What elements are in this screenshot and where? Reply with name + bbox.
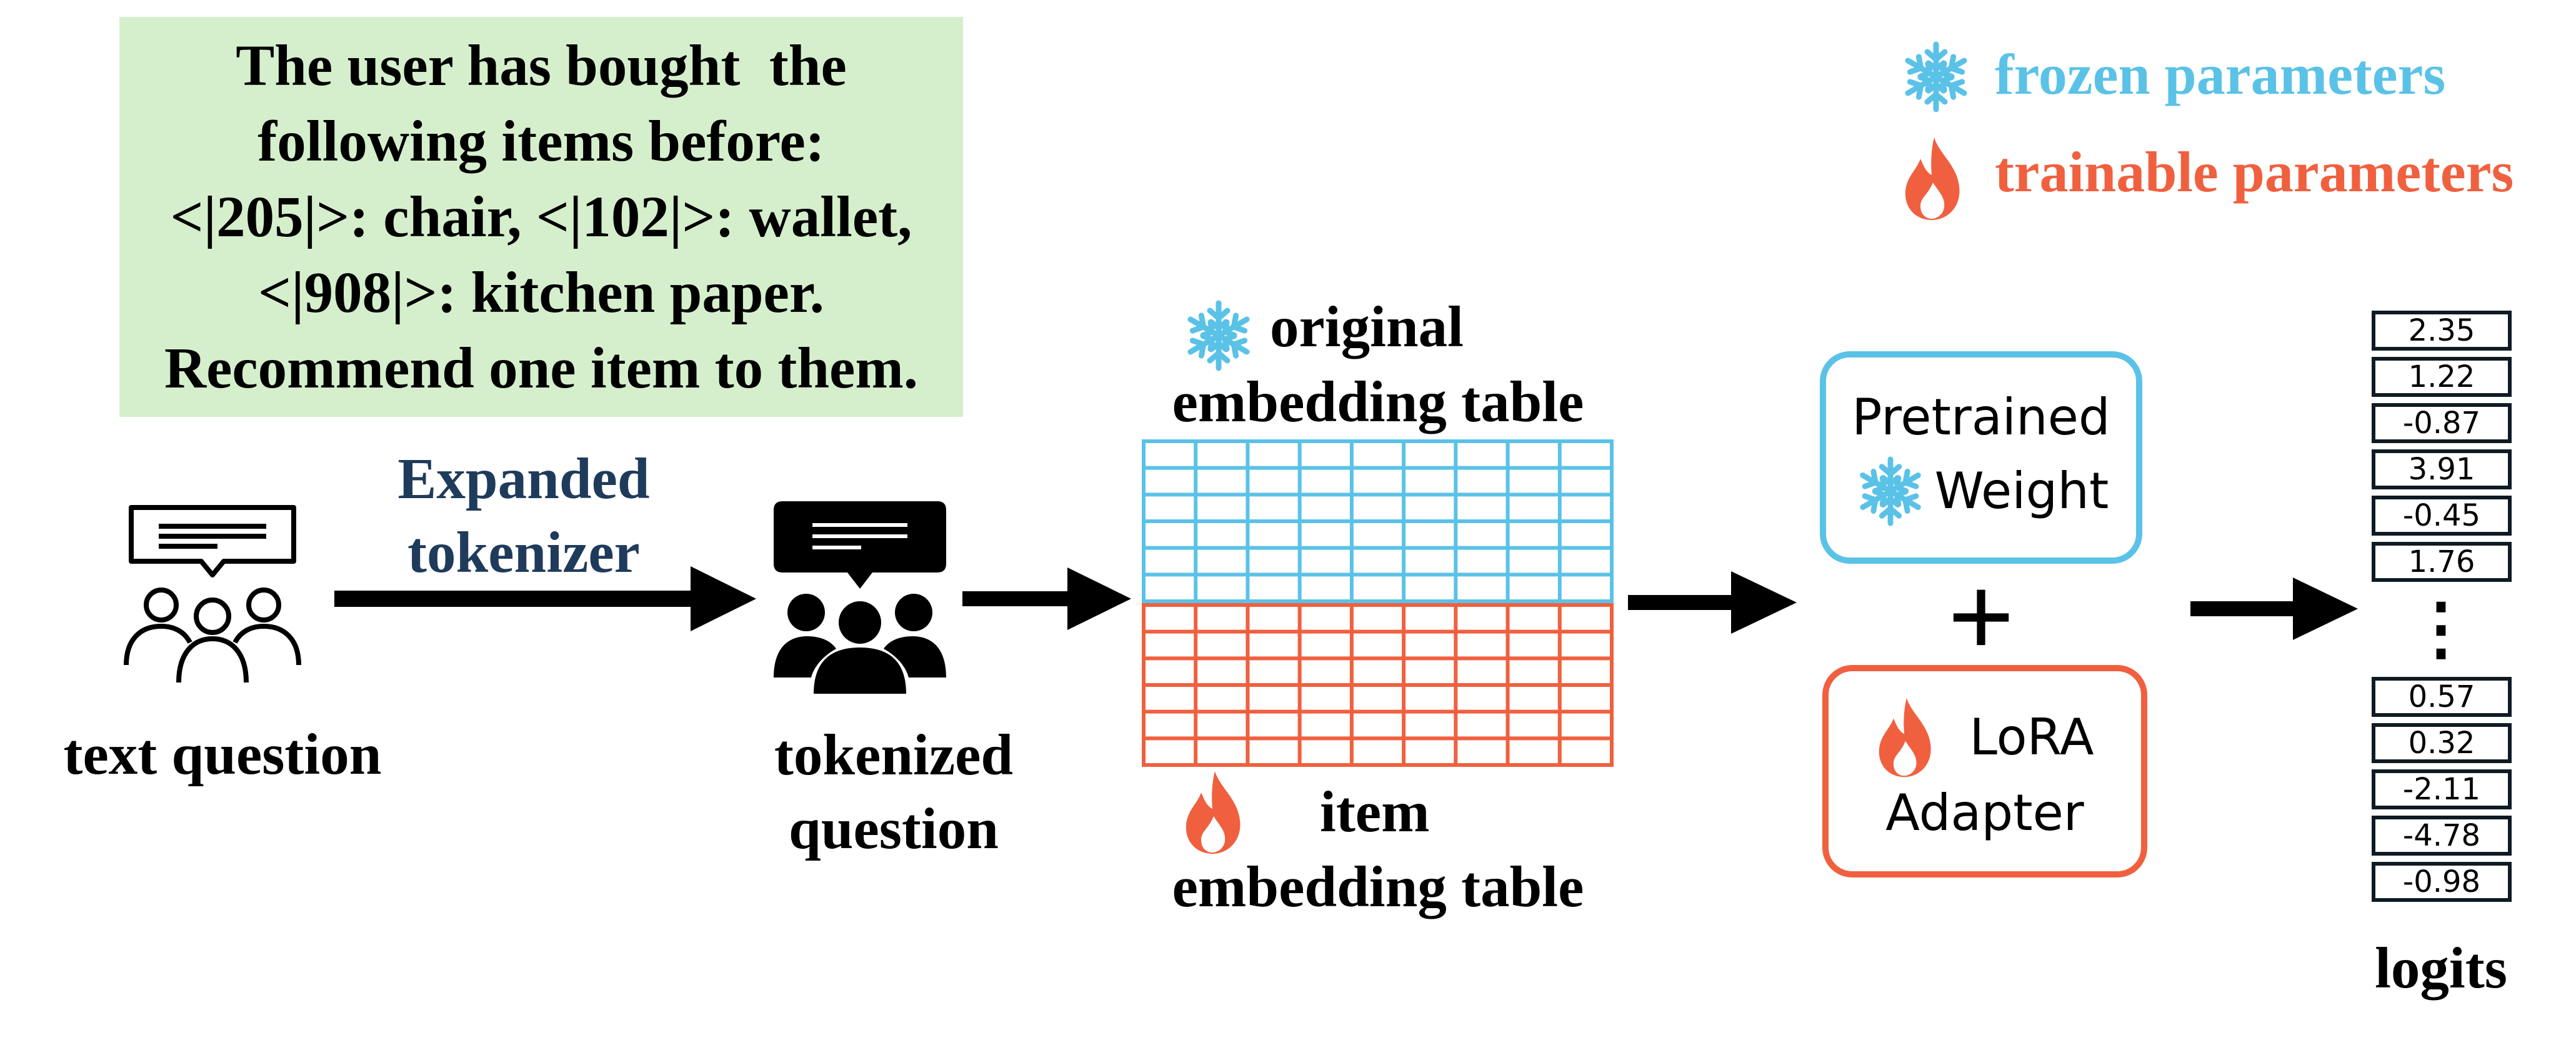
tokenized-question-label-line: tokenized: [774, 723, 1014, 788]
prompt-box: The user has bought the following items …: [119, 17, 963, 417]
pretrained-label-line: Pretrained: [1852, 388, 2110, 446]
lora-label-line: LoRA: [1969, 708, 2094, 766]
pretrained-weight-box: Pretrained Weight: [1820, 351, 2142, 564]
original-table-label-line: embedding table: [1172, 370, 1584, 434]
lora-adapter-box: LoRA Adapter: [1822, 665, 2147, 878]
original-embedding-table: [1142, 439, 1614, 603]
lora-label-line: Adapter: [1885, 784, 2084, 842]
tokenizer-label-line: tokenizer: [407, 521, 640, 585]
logits-label: logits: [2375, 936, 2507, 1001]
arrow-to-logits: [2190, 578, 2358, 640]
logit-cell: -0.45: [2372, 496, 2512, 536]
snowflake-icon: [1854, 451, 1927, 531]
snowflake-icon: [1899, 36, 1974, 118]
tokenized-question-label: tokenized question: [774, 719, 1013, 866]
pretrained-weight-row: Weight: [1854, 451, 2109, 531]
tokenizer-label: Expanded tokenizer: [397, 442, 649, 590]
logit-cell: 2.35: [2372, 311, 2512, 351]
user-group-speech-filled-icon: [774, 501, 946, 694]
legend-trainable-label: trainable parameters: [1995, 140, 2514, 204]
logit-cell: -0.98: [2372, 862, 2512, 902]
arrow-to-model: [1628, 571, 1797, 634]
item-table-label-line: item: [1320, 780, 1430, 844]
prompt-line: Recommend one item to them.: [164, 336, 919, 401]
prompt-line: following items before:: [257, 109, 825, 174]
logit-cell: -0.87: [2372, 403, 2512, 443]
arrow-tokenizer: [334, 566, 756, 631]
logit-cell: 1.22: [2372, 357, 2512, 397]
tokenizer-label-line: Expanded: [397, 447, 650, 511]
text-question-label: text question: [63, 722, 382, 787]
lora-top-row: LoRA: [1875, 696, 2094, 779]
item-embedding-table: [1142, 603, 1614, 767]
logits-ellipsis: ⋮: [2407, 591, 2475, 667]
logit-cell: 1.76: [2372, 542, 2512, 582]
prompt-line: <|908|>: kitchen paper.: [258, 260, 824, 325]
logit-cell: 0.57: [2372, 677, 2512, 717]
logit-cell: -2.11: [2372, 769, 2512, 809]
arrow-to-embedding: [962, 568, 1131, 630]
logit-cell: 3.91: [2372, 449, 2512, 489]
user-group-speech-outline-icon: [124, 505, 301, 683]
plus-sign: +: [1947, 552, 2015, 683]
flame-icon: [1905, 138, 1960, 220]
logit-cell: -4.78: [2372, 816, 2512, 856]
original-table-label-line: original: [1270, 295, 1464, 359]
item-table-label-line: embedding table: [1172, 855, 1584, 919]
prompt-line: The user has bought the: [236, 33, 847, 98]
pretrained-label-line: Weight: [1934, 462, 2109, 520]
logit-cell: 0.32: [2372, 723, 2512, 763]
tokenized-question-label-line: question: [789, 797, 999, 861]
flame-icon: [1186, 771, 1241, 854]
prompt-line: <|205|>: chair, <|102|>: wallet,: [170, 184, 912, 249]
flame-icon: [1879, 698, 1932, 778]
legend-frozen-label: frozen parameters: [1995, 42, 2446, 106]
snowflake-icon: [1181, 295, 1256, 376]
